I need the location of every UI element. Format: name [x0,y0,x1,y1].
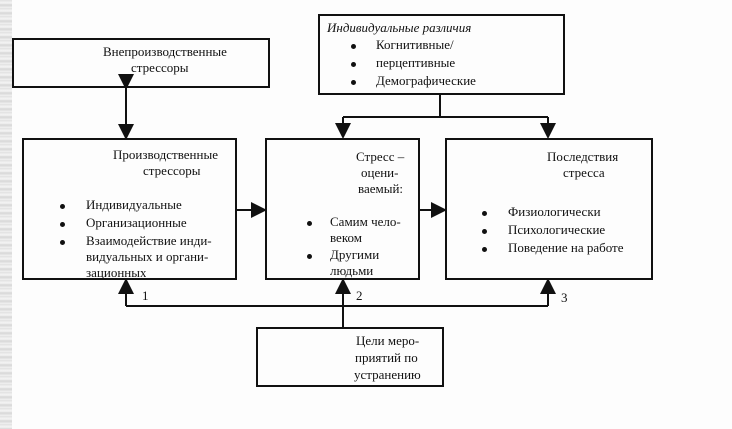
bullet-icon [60,240,65,245]
production-item: Организационные [86,215,187,230]
goals-line1: Цели меро- [356,333,420,348]
feedback-number-1: 1 [142,288,149,303]
individual-item: Демографические [376,73,476,88]
feedback-number-2: 2 [356,288,363,303]
bullet-icon [351,62,356,67]
scan-edge [0,0,12,429]
production-stressors-box [22,138,237,280]
consequences-item: Физиологически [508,204,601,219]
bullet-icon [482,211,487,216]
individual-item: перцептивные [376,55,456,70]
individual-item: Когнитивные/ [376,37,454,52]
production-item: Взаимодействие инди- [86,233,212,248]
production-title-line1: Производственные [113,147,218,162]
consequences-box [445,138,653,280]
external-stressors-box [12,38,270,88]
stress-title-line3: ваемый: [358,181,404,196]
individual-differences-box [318,14,565,95]
goals-box [256,327,444,387]
production-item: зационных [86,265,147,279]
bullet-icon [351,44,356,49]
individual-differences-title: Индивидуальные различия [327,20,472,35]
stress-title-line1: Стресс – [356,149,405,164]
production-item: Индивидуальные [86,197,182,212]
consequences-title-line1: Последствия [547,149,619,164]
feedback-number-3: 3 [561,290,568,305]
bullet-icon [307,254,312,259]
bullet-icon [351,80,356,85]
goals-line3: устранению [354,367,421,382]
stress-item: людьми [330,263,374,278]
stress-box [265,138,420,280]
consequences-item: Психологические [508,222,606,237]
bullet-icon [60,222,65,227]
external-stressors-line2: стрессоры [131,60,189,75]
consequences-item: Поведение на работе [508,240,624,255]
bullet-icon [307,221,312,226]
bullet-icon [482,247,487,252]
production-item: видуальных и органи- [86,249,209,264]
stress-item: Другими [330,247,380,262]
bullet-icon [482,229,487,234]
consequences-title-line2: стресса [563,165,605,180]
stress-item: Самим чело- [330,214,401,229]
goals-line2: приятий по [355,350,418,365]
stress-item: веком [330,230,362,245]
external-stressors-line1: Внепроизводственные [103,44,227,59]
stress-title-line2: оцени- [361,165,399,180]
production-title-line2: стрессоры [143,163,201,178]
bullet-icon [60,204,65,209]
